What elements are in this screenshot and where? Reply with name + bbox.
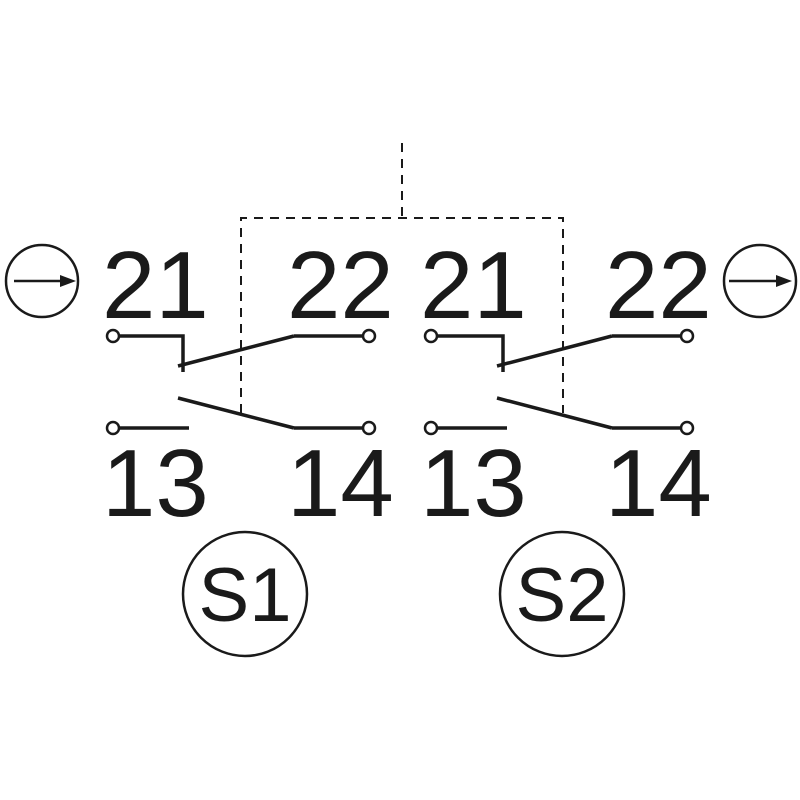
s1-nc-contact: [105, 328, 377, 372]
arrow-right-icon: [729, 275, 792, 287]
s1-designation-ring: [181, 530, 309, 658]
switch-s1: 21 22 13 14 S1: [102, 232, 394, 658]
arrow-right-icon: [14, 275, 76, 287]
actuator-bridge-dashed: [240, 217, 564, 413]
s1-nc-fixed-arm: [119, 334, 185, 372]
s2-designation-label: S2: [516, 553, 609, 638]
s1-no-moving-blade: [177, 396, 295, 430]
s2-terminal-21: [423, 328, 439, 344]
s1-terminal-21-label: 21: [102, 232, 209, 339]
s1-no-contact: [105, 396, 377, 436]
s2-terminal-14-label: 14: [605, 430, 712, 537]
s2-nc-fixed-arm: [437, 334, 505, 372]
s2-terminal-22: [679, 328, 695, 344]
s1-terminal-21: [105, 328, 121, 344]
s1-designation-label: S1: [199, 553, 292, 638]
left-direction-indicator: [4, 243, 80, 319]
right-direction-indicator: [722, 243, 798, 319]
s2-nc-contact: [423, 328, 695, 372]
s1-nc-moving-blade: [177, 334, 295, 368]
s2-terminal-13: [423, 420, 439, 436]
s1-terminal-22-label: 22: [287, 232, 394, 339]
s2-terminal-14: [679, 420, 695, 436]
s1-terminal-22: [361, 328, 377, 344]
s2-terminal-21-label: 21: [420, 232, 527, 339]
switch-s2: 21 22 13 14 S2: [420, 232, 712, 658]
s1-terminal-13: [105, 420, 121, 436]
mechanical-link: [240, 143, 564, 413]
s2-designation-ring: [498, 530, 626, 658]
s2-terminal-13-label: 13: [420, 430, 527, 537]
s2-terminal-22-label: 22: [605, 232, 712, 339]
s1-terminal-13-label: 13: [102, 430, 209, 537]
s2-no-contact: [423, 396, 695, 436]
s1-terminal-14: [361, 420, 377, 436]
s2-nc-moving-blade: [496, 334, 613, 368]
s1-terminal-14-label: 14: [287, 430, 394, 537]
s2-no-moving-blade: [496, 396, 613, 430]
